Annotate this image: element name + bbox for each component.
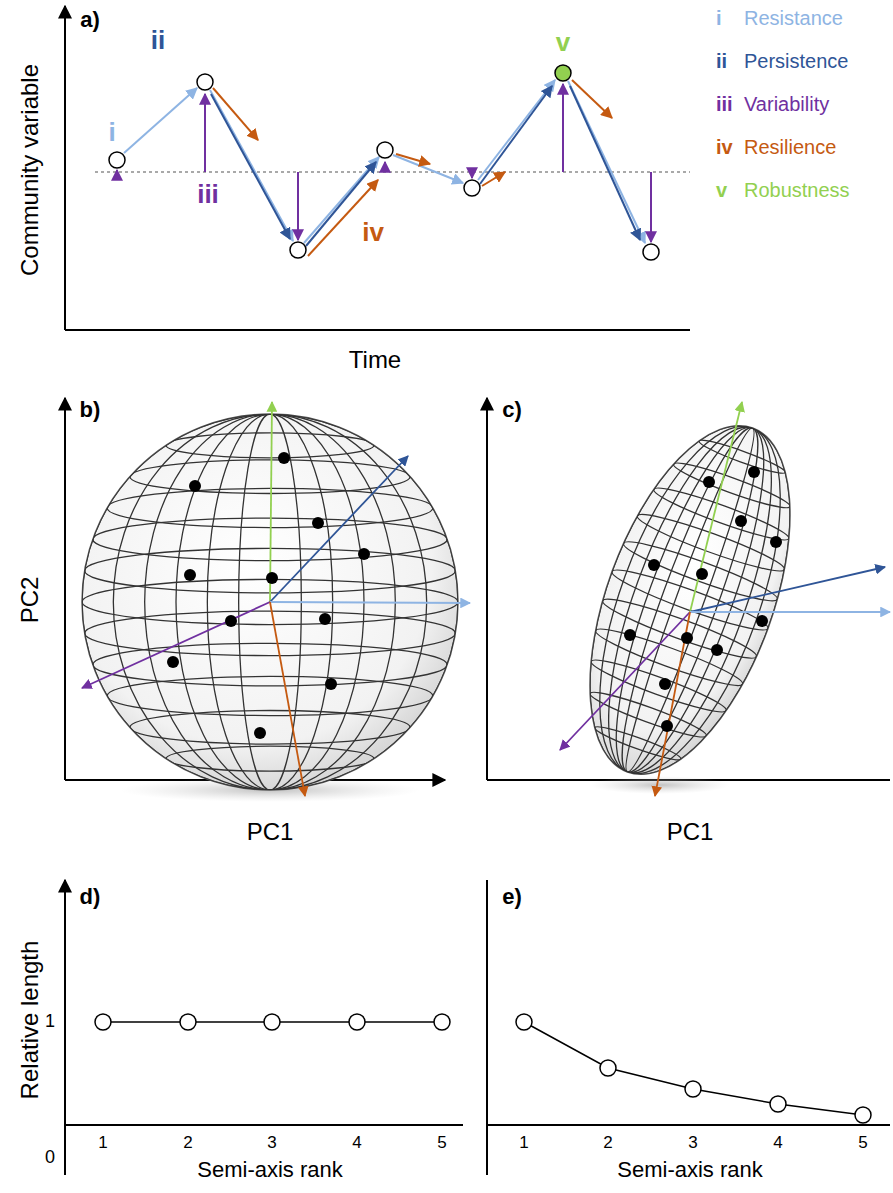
tick-label: 1 xyxy=(45,1012,55,1032)
callout-numeral: iii xyxy=(195,180,221,209)
callout-numeral: v xyxy=(554,28,572,57)
tick-label: 3 xyxy=(267,1134,276,1153)
legend-numeral: iv xyxy=(716,136,733,158)
axis-title: Semi-axis rank xyxy=(197,1158,342,1182)
axis-title: Relative length xyxy=(17,941,43,1100)
tick-label: 0 xyxy=(45,1148,55,1168)
panel-letter: a) xyxy=(80,8,100,32)
panel-letter: e) xyxy=(502,885,522,909)
axis-title: PC2 xyxy=(17,577,43,624)
legend-text: Persistence xyxy=(744,50,849,72)
tick-label: 3 xyxy=(688,1134,697,1153)
tick-label: 4 xyxy=(352,1134,361,1153)
legend-numeral: i xyxy=(716,7,722,29)
tick-label: 2 xyxy=(603,1134,612,1153)
callout-numeral: ii xyxy=(149,26,167,55)
callout-numeral: iv xyxy=(360,218,386,247)
tick-label: 1 xyxy=(519,1134,528,1153)
tick-label: 2 xyxy=(183,1134,192,1153)
panel-letter: b) xyxy=(80,398,101,422)
axis-title: Time xyxy=(349,347,401,373)
tick-label: 4 xyxy=(773,1134,782,1153)
legend-text: Robustness xyxy=(744,179,850,201)
axis-title: PC1 xyxy=(247,819,294,845)
axis-title: PC1 xyxy=(667,819,714,845)
legend-numeral: iii xyxy=(716,93,733,115)
legend-text: Resistance xyxy=(744,7,843,29)
legend-text: Variability xyxy=(744,93,829,115)
legend-numeral: v xyxy=(716,179,727,201)
callout-numeral: i xyxy=(106,118,117,147)
panel-letter: d) xyxy=(80,885,101,909)
panel-letter: c) xyxy=(502,398,522,422)
axis-title: Community variable xyxy=(17,64,43,276)
tick-label: 5 xyxy=(858,1134,867,1153)
axis-title: Semi-axis rank xyxy=(617,1158,762,1182)
tick-label: 1 xyxy=(98,1134,107,1153)
tick-label: 5 xyxy=(437,1134,446,1153)
legend-numeral: ii xyxy=(716,50,727,72)
legend-text: Resilience xyxy=(744,136,836,158)
